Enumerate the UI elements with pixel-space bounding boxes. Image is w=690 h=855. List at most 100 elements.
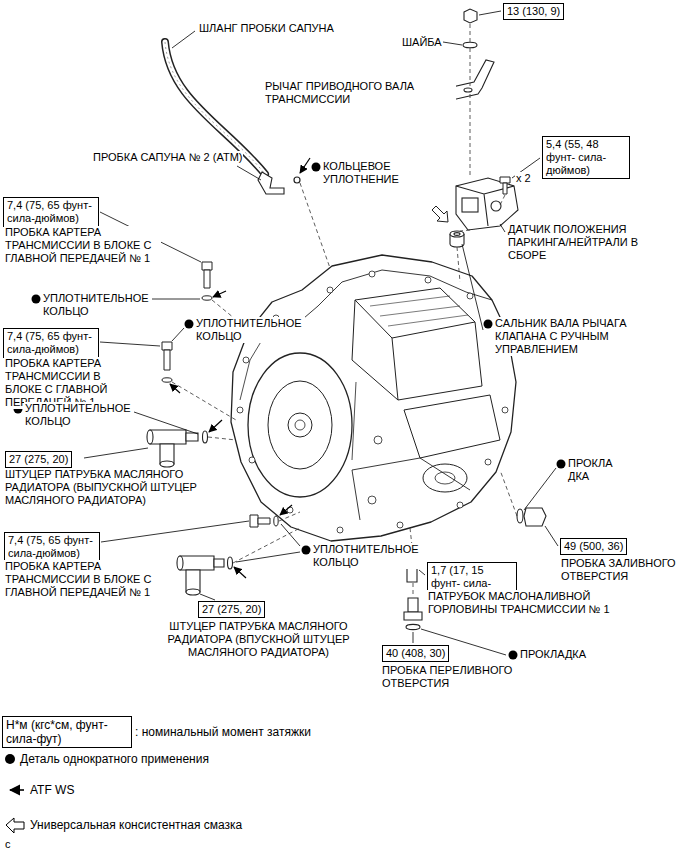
part-label: УПЛОТНИТЕЛЬНОЕ КОЛЬЦО [42, 292, 152, 318]
atf-arrows [300, 158, 310, 173]
torque-value: 27 (275, 20) [9, 453, 68, 466]
torque-value: Н*м (кгс*см, фунт- сила-фут) [6, 718, 128, 746]
part-label: ДАТЧИК ПОЛОЖЕНИЯ ПАРКИНГА/НЕЙТРАЛИ В СБО… [507, 223, 644, 262]
case-plugs [250, 515, 258, 527]
leader-lines [479, 11, 501, 15]
single-use-dots [484, 320, 493, 329]
case-plugs [162, 342, 172, 350]
part-label: УПЛОТНИТЕЛЬНОЕ КОЛЬЦО [195, 317, 305, 343]
torque-value: 40 (408, 30) [386, 647, 445, 660]
leader-lines [413, 632, 414, 643]
breather-plug [258, 172, 284, 194]
part-label: ШЛАНГ ПРОБКИ САПУНА [198, 22, 335, 35]
transmission-housing [485, 459, 491, 465]
transmission-housing [423, 464, 467, 492]
transmission-housing [237, 407, 243, 413]
park-neutral-sensor [462, 198, 478, 212]
part-label: ШАЙБА [401, 36, 443, 49]
transmission-housing [370, 296, 468, 326]
leader-lines [172, 328, 184, 341]
bolt [503, 183, 507, 194]
breather-plug [258, 172, 284, 194]
fill-parts [404, 612, 422, 620]
transmission-housing [337, 527, 343, 533]
transmission-housing [374, 436, 382, 444]
lever-parts [464, 88, 472, 92]
atf-arrows [213, 291, 226, 297]
atf-arrows [170, 384, 180, 393]
leader-lines [172, 31, 195, 48]
leader-lines [134, 412, 198, 434]
assembly-lines [500, 470, 517, 516]
transmission-housing [368, 496, 376, 504]
bolt [500, 177, 510, 194]
atf-arrows [209, 420, 222, 432]
part-label: КОЛЬЦЕВОЕ УПЛОТНЕНИЕ [322, 160, 414, 186]
part-label: ШТУЦЕР ПАТРУБКА МАСЛЯНОГО РАДИАТОРА (ВПУ… [150, 620, 367, 659]
transmission-housing [502, 407, 508, 413]
cooler-fittings [203, 431, 208, 443]
assembly-lines [457, 24, 470, 282]
single-use-dots [185, 320, 194, 329]
leader-lines [100, 342, 160, 346]
leader-lines [462, 244, 483, 330]
legend-text: Универсальная консистентная смазка [30, 818, 242, 832]
transmission-housing [288, 413, 312, 437]
fill-parts [408, 598, 418, 612]
torque-box: 40 (408, 30) [382, 645, 449, 662]
single-use-dots [312, 163, 321, 172]
assembly-lines [172, 24, 517, 596]
torque-value: 27 (275, 20) [202, 603, 261, 616]
lever-parts [464, 9, 477, 23]
lever-parts [463, 42, 477, 48]
transmission-housing [248, 353, 352, 497]
leader-lines [237, 166, 261, 180]
cooler-fittings [147, 430, 153, 444]
case-plugs [204, 270, 210, 288]
leader-lines [101, 521, 249, 542]
transmission-housing [352, 300, 398, 400]
leader-lines [84, 11, 558, 655]
assembly-lines [208, 437, 236, 440]
torque-box: 27 (275, 20) [198, 601, 265, 618]
case-plugs [202, 262, 212, 270]
transmission-housing [352, 458, 470, 520]
part-label: ПРОБКА КАРТЕРА ТРАНСМИССИИ В БЛОКЕ С ГЛА… [4, 226, 161, 265]
transmission-housing [327, 287, 333, 293]
cooler-fittings [186, 589, 200, 595]
fill-parts [406, 624, 420, 629]
part-label: ПАТРУБОК МАСЛОНАЛИВНОЙ ГОРЛОВИНЫ ТРАНСМИ… [427, 590, 619, 616]
transmission-housing [231, 255, 516, 541]
oil-seal [450, 231, 464, 237]
torque-box: 7,4 (75, 65 фунт- сила-дюймов) [3, 328, 99, 358]
legend-text: Деталь однократного применения [20, 752, 209, 766]
leader-lines [419, 570, 425, 575]
torque-box: 7,4 (75, 65 фунт- сила-дюймов) [3, 197, 99, 227]
assembly-lines [300, 183, 330, 268]
assembly-lines [500, 195, 505, 205]
legend-text: ATF WS [30, 783, 74, 797]
single-use-dots [557, 460, 566, 469]
grease-arrow [432, 206, 448, 222]
part-label: САЛЬНИК ВАЛА РЫЧАГА КЛАПАНА С РУЧНЫМ УПР… [494, 317, 668, 356]
transmission-housing [425, 277, 431, 283]
torque-value: 7,4 (75, 65 фунт- сила-дюймов) [8, 534, 96, 560]
part-label: ПРОКЛА ДКА [567, 457, 625, 483]
transmission-housing [435, 472, 455, 484]
leader-lines [524, 468, 556, 510]
torque-value: 7,4 (75, 65 фунт- сила-дюймов) [7, 330, 95, 356]
part-label: РЫЧАГ ПРИВОДНОГО ВАЛА ТРАНСМИССИИ [264, 80, 456, 106]
transmission-housing [231, 255, 516, 541]
transmission-housing [243, 357, 249, 363]
torque-value: 7,4 (75, 65 фунт- сила-дюймов) [7, 199, 95, 225]
transmission-housing [369, 271, 375, 277]
leader-lines [500, 224, 505, 232]
torque-value: 13 (130, 9) [507, 5, 560, 18]
torque-box: 49 (500, 36) [560, 538, 627, 555]
case-plugs [258, 518, 270, 524]
torque-value: 49 (500, 36) [564, 540, 623, 553]
part-label: x 2 [515, 172, 532, 185]
unit-box: Н*м (кгс*см, фунт- сила-фут) [2, 716, 132, 748]
part-label: ПРОБКА ПЕРЕЛИВНОГО ОТВЕРСТИЯ [381, 664, 518, 690]
